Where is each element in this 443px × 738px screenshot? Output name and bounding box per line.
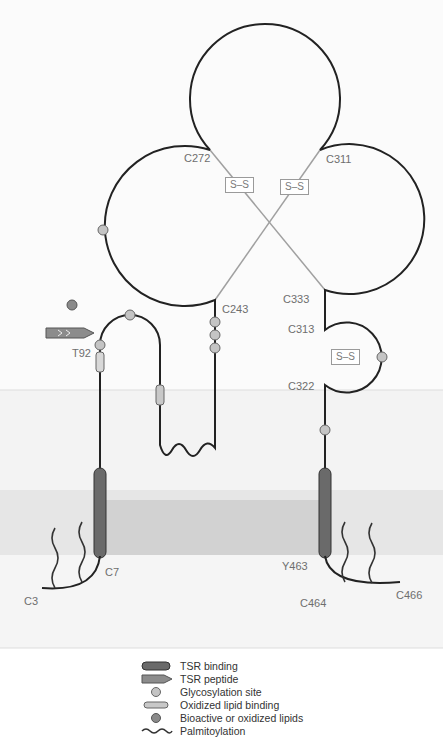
residue-label: C322 <box>288 380 314 393</box>
tm-helix <box>319 468 331 558</box>
protein-chain <box>100 24 424 470</box>
legend-oxidized-lipid-binding <box>144 702 168 708</box>
glycosylation-site <box>210 343 220 353</box>
legend-palmitoylation <box>142 729 172 733</box>
glycosylation-site <box>98 225 108 235</box>
tsr-peptide-chevrons <box>58 330 70 336</box>
tsr-peptide <box>46 328 94 338</box>
cytoplasm-ground <box>0 555 443 648</box>
glycosylation-site <box>210 330 220 340</box>
disulfide-label: S–S <box>336 351 355 362</box>
panel-edge <box>0 648 443 649</box>
legend-tsr-binding <box>142 662 170 670</box>
c-terminal-tail <box>325 556 400 583</box>
region-line <box>0 390 443 391</box>
residue-label: C313 <box>288 323 314 336</box>
disulfide-box: S–S <box>280 179 309 195</box>
oxidized-lipid-binding <box>156 385 164 405</box>
legend-glycosylation <box>152 688 161 697</box>
residue-label: C333 <box>283 293 309 306</box>
legend-bioactive-lipid <box>152 714 161 723</box>
legend-text: TSR binding <box>180 660 238 672</box>
tm-helix <box>94 468 106 558</box>
extracellular-ground <box>0 0 443 648</box>
residue-label: C3 <box>24 595 38 608</box>
membrane-core <box>100 500 325 555</box>
legend-text: Oxidized lipid binding <box>180 699 279 711</box>
disulfide-label: S–S <box>230 179 249 190</box>
disulfide-line <box>215 150 320 300</box>
tsr-binding <box>96 352 104 372</box>
disulfide-box: S–S <box>331 349 360 365</box>
palmitoyl-chain <box>79 522 85 582</box>
residue-label: C311 <box>326 153 351 166</box>
glycosylation-site <box>125 310 135 320</box>
disulfide-line <box>210 150 325 290</box>
legend-text: TSR peptide <box>180 673 238 685</box>
palmitoyl-chain <box>342 522 348 582</box>
disulfide-label: S–S <box>285 181 304 192</box>
legend-text: Palmitoylation <box>180 725 245 737</box>
palmitoyl-chain <box>52 528 58 588</box>
residue-label: C466 <box>396 589 422 602</box>
residue-label: C464 <box>300 597 326 610</box>
legend-tsr-peptide <box>142 675 172 683</box>
residue-label: C243 <box>222 303 248 316</box>
glycosylation-site <box>320 425 330 435</box>
residue-label: Y463 <box>282 560 308 573</box>
disulfide-box: S–S <box>225 177 254 193</box>
glycosylation-site <box>210 317 220 327</box>
residue-label: T92 <box>72 347 91 360</box>
legend-text: Glycosylation site <box>180 686 262 698</box>
pericellular-ground <box>0 390 443 490</box>
residue-label: C272 <box>184 152 210 165</box>
residue-label: C7 <box>105 566 119 579</box>
n-terminal-tail <box>42 556 100 588</box>
glycosylation-sites <box>95 225 387 435</box>
glycosylation-site <box>95 340 105 350</box>
legend-text: Bioactive or oxidized lipids <box>180 712 303 724</box>
glycosylation-site <box>377 352 387 362</box>
membrane-band <box>0 490 443 555</box>
bioactive-lipid <box>67 300 77 310</box>
palmitoyl-chain <box>369 523 375 583</box>
